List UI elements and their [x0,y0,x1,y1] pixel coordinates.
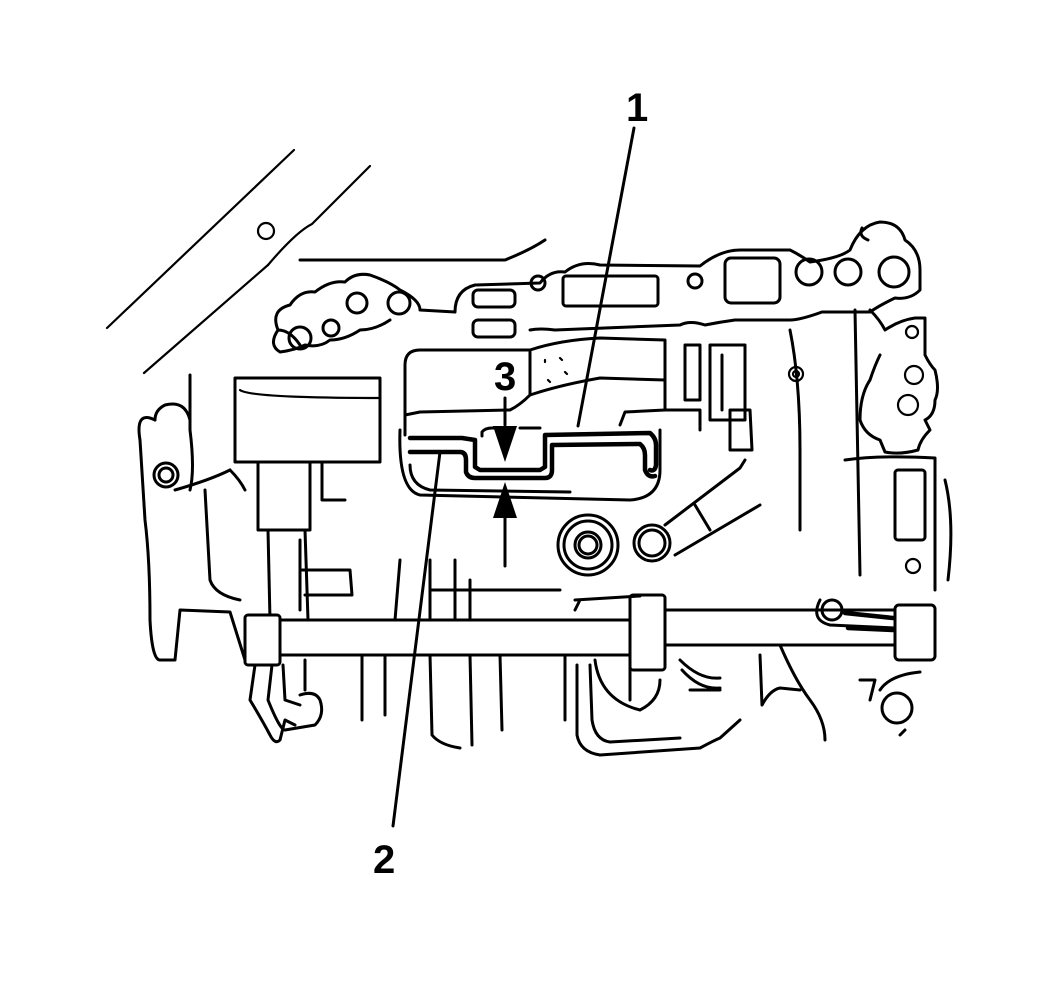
housing-edge-lines [105,148,372,375]
gasket-plate [272,220,922,354]
arrow-down-head [493,426,517,462]
measurement-arrows [493,396,517,568]
arrow-up-head [493,482,517,518]
left-housing [137,373,382,662]
fasteners [556,458,762,577]
lower-linkage [248,538,324,744]
leader-lines [391,126,636,828]
callout-2-label: 2 [373,838,396,882]
right-plate [787,308,953,592]
shift-rod [243,593,937,672]
valve-body-center [398,336,754,502]
callout-3-label: 3 [494,355,517,399]
callout-1-label: 1 [626,86,649,130]
lower-body [360,558,922,757]
leader-line-1 [576,126,636,428]
leader-line-2 [391,450,442,828]
